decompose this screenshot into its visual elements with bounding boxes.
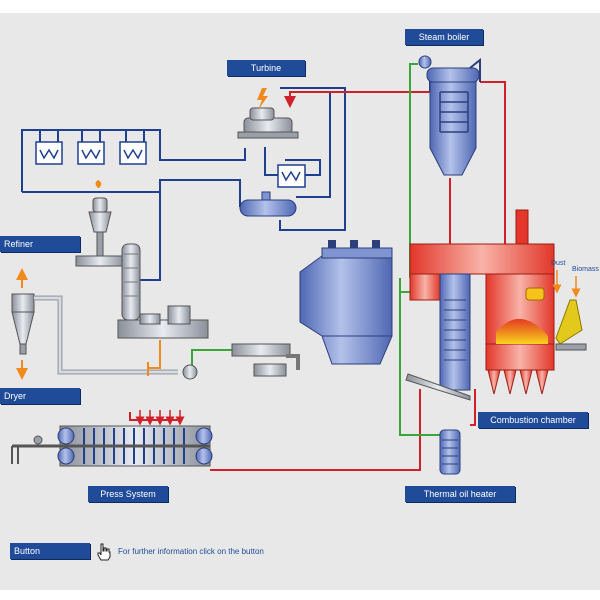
filter-unit: [231, 240, 393, 377]
thermal-oil-heater-unit: [439, 429, 461, 475]
refiner-machine: [75, 180, 209, 339]
dust-label: Dust: [551, 260, 566, 267]
refiner-label[interactable]: Refiner: [0, 236, 80, 252]
dryer-label[interactable]: Dryer: [0, 388, 80, 404]
feed-water-tank: [239, 191, 297, 217]
red-arrows: [135, 410, 185, 426]
press-system-unit: [11, 425, 213, 467]
press-system-label[interactable]: Press System: [88, 486, 168, 502]
lightning-icon: [257, 88, 268, 110]
red-piping: [129, 81, 506, 471]
steam-boiler: [418, 55, 481, 176]
turbine-label[interactable]: Turbine: [227, 60, 305, 76]
turbine: [237, 88, 299, 139]
info-button[interactable]: Button: [10, 543, 90, 559]
steam-boiler-label[interactable]: Steam boiler: [405, 29, 483, 45]
hand-pointer-icon: [97, 543, 111, 561]
green-piping: [191, 63, 442, 436]
dryer-cyclone: [11, 268, 198, 380]
biomass-label: Biomass: [572, 266, 599, 273]
condenser: [277, 164, 306, 188]
combustion-chamber: [405, 209, 587, 401]
thermal-oil-heater-label[interactable]: Thermal oil heater: [405, 486, 515, 502]
heat-exchangers: [35, 141, 147, 165]
info-hint-text: For further information click on the but…: [118, 547, 264, 556]
orange-flow: [147, 340, 161, 376]
combustion-chamber-label[interactable]: Combustion chamber: [478, 412, 588, 428]
